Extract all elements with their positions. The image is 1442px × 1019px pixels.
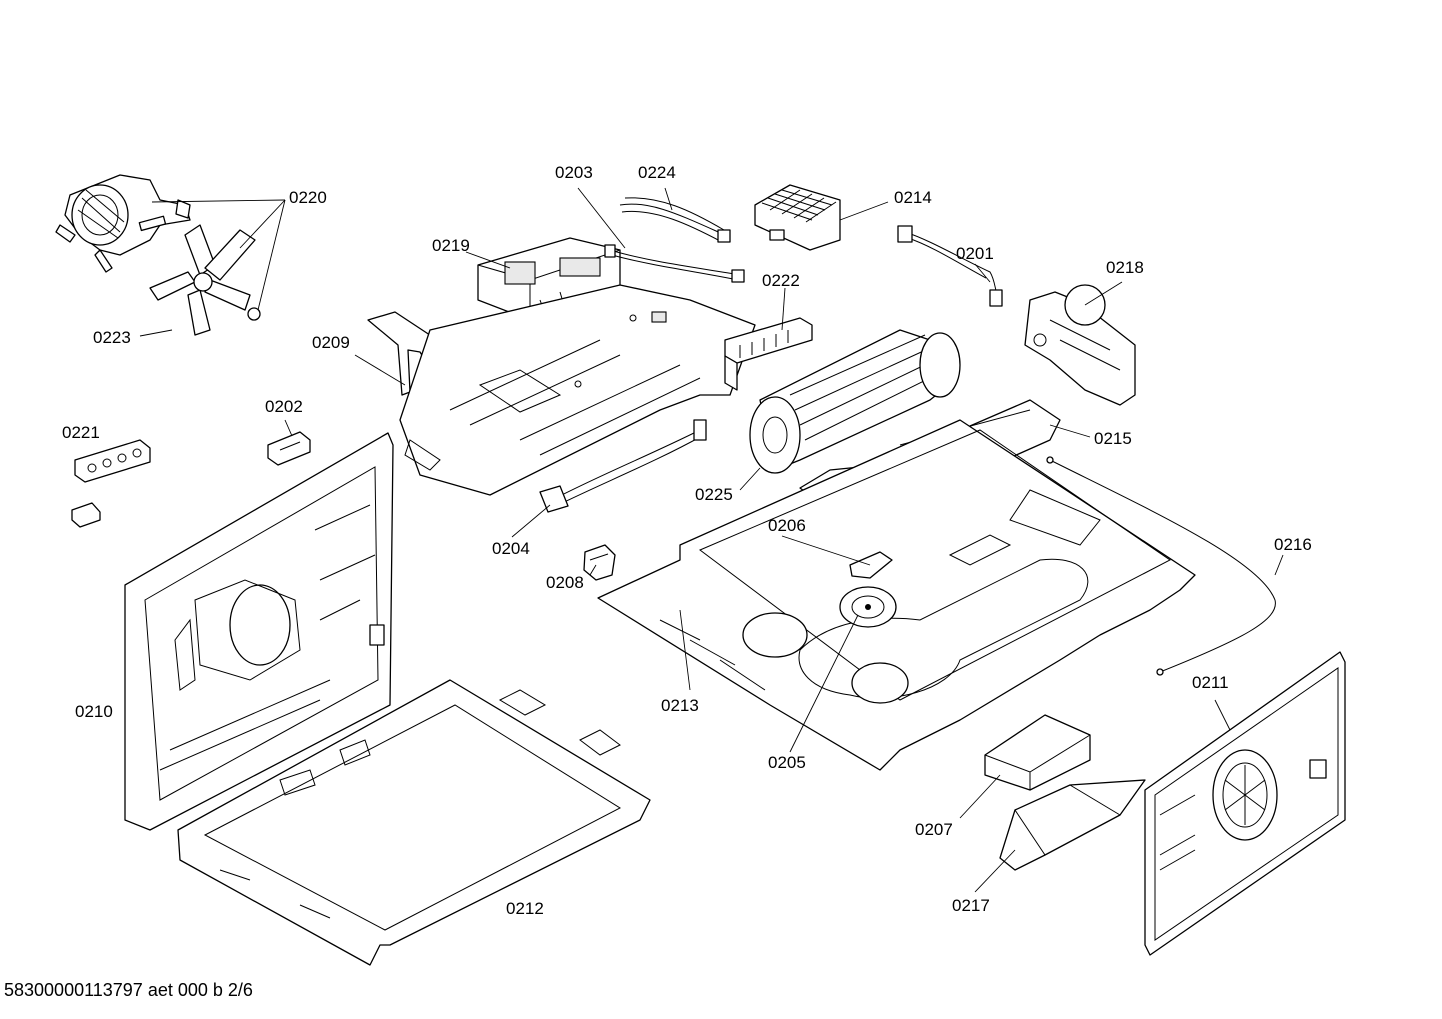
part-0221-connector xyxy=(71,439,151,528)
part-0203-cable xyxy=(604,244,745,283)
part-chassis-plate xyxy=(399,284,756,496)
label-0214: 0214 xyxy=(894,188,932,207)
part-labels: 0220 0223 0219 0209 0203 0224 0214 0201 … xyxy=(62,163,1312,918)
leader-lines xyxy=(139,187,1284,893)
part-0213-base-plate xyxy=(597,419,1196,771)
label-0206: 0206 xyxy=(768,516,806,535)
label-0224: 0224 xyxy=(638,163,676,182)
part-0211-rear-panel xyxy=(1144,651,1346,956)
part-0214-heater-grille xyxy=(754,184,841,251)
label-0211: 0211 xyxy=(1192,673,1229,692)
label-0223: 0223 xyxy=(93,328,131,347)
label-0219: 0219 xyxy=(432,236,470,255)
part-0208-thermostat xyxy=(583,544,616,581)
label-0215: 0215 xyxy=(1094,429,1132,448)
label-0212: 0212 xyxy=(506,899,544,918)
part-0217-air-guide xyxy=(999,779,1146,871)
part-0205-fan-wheel xyxy=(839,586,897,628)
part-0223-fan-blade xyxy=(149,224,261,336)
part-0212-bottom-tray xyxy=(177,679,651,966)
label-0204: 0204 xyxy=(492,539,530,558)
label-0213: 0213 xyxy=(661,696,699,715)
label-0221: 0221 xyxy=(62,423,100,442)
label-0202: 0202 xyxy=(265,397,303,416)
part-0222-terminal-strip xyxy=(724,317,813,391)
part-0204-cable xyxy=(539,419,707,513)
label-0205: 0205 xyxy=(768,753,806,772)
label-0225: 0225 xyxy=(695,485,733,504)
part-0224-cable xyxy=(619,197,731,243)
label-0209: 0209 xyxy=(312,333,350,352)
label-0222: 0222 xyxy=(762,271,800,290)
label-0216: 0216 xyxy=(1274,535,1312,554)
label-0220: 0220 xyxy=(289,188,327,207)
label-0210: 0210 xyxy=(75,702,113,721)
part-0207-module-box xyxy=(984,714,1091,791)
part-0220-fan-motor xyxy=(55,174,191,273)
part-0225-tangential-fan xyxy=(749,329,961,474)
part-0216-temp-sensor xyxy=(1046,456,1276,676)
drawing-reference-footer: 58300000113797 aet 000 b 2/6 xyxy=(4,980,253,1000)
label-0201: 0201 xyxy=(956,244,994,263)
label-0217: 0217 xyxy=(952,896,990,915)
part-0210-side-panel xyxy=(124,432,394,831)
label-0207: 0207 xyxy=(915,820,953,839)
label-0208: 0208 xyxy=(546,573,584,592)
part-0218-bracket xyxy=(1024,284,1136,406)
part-0201-cable xyxy=(897,225,1003,307)
part-0206-clip xyxy=(849,551,893,579)
part-0202-switch xyxy=(267,431,311,466)
label-0218: 0218 xyxy=(1106,258,1144,277)
label-0203: 0203 xyxy=(555,163,593,182)
